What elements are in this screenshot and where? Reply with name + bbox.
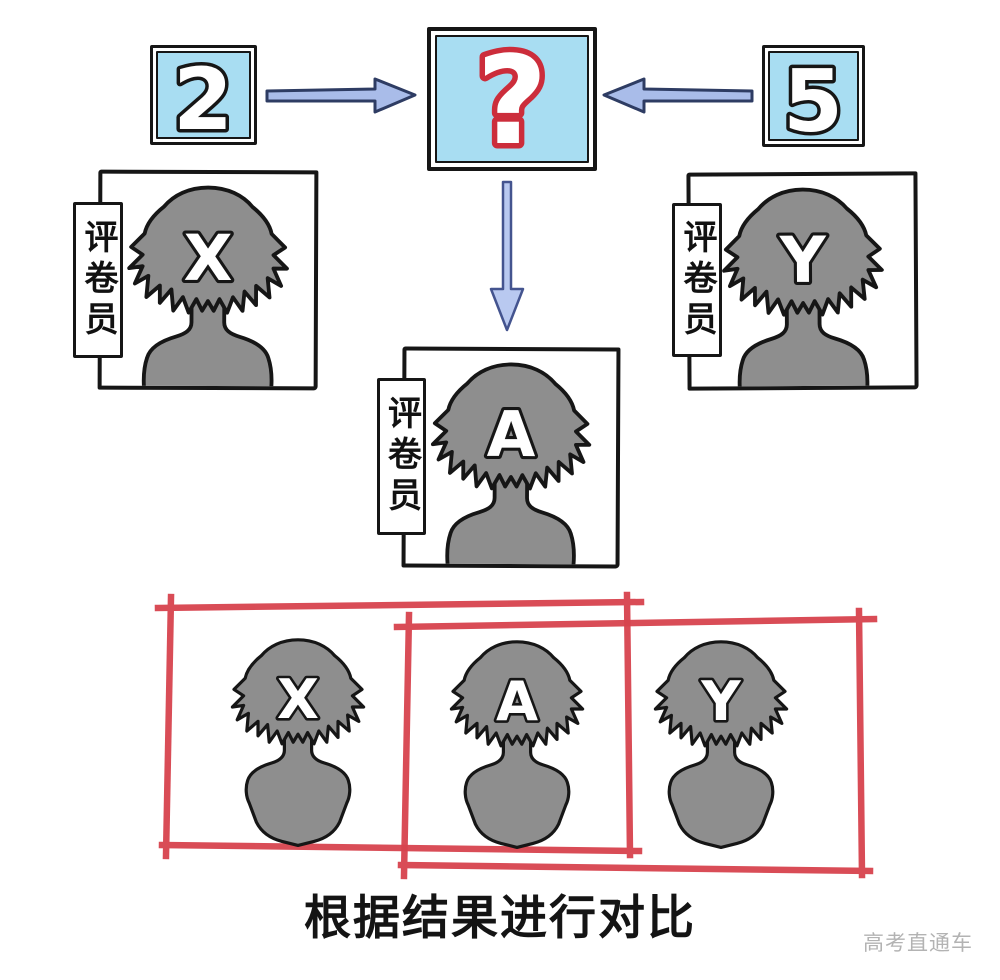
grader-label-right-text: 评卷员 <box>678 218 716 342</box>
grader-y-silhouette: Y <box>696 177 909 390</box>
score-2-digit: 2 <box>170 53 237 137</box>
grader-x-silhouette: X <box>102 176 315 391</box>
score-5-text: 5 <box>783 53 843 139</box>
score-card-left-panel: 2 <box>156 51 251 139</box>
compare-person-x: X <box>210 630 386 848</box>
score-2-text: 2 <box>173 53 233 137</box>
arrow-left-icon <box>602 77 754 114</box>
grader-a-box: A <box>401 346 621 569</box>
caption-text: 根据结果进行对比 <box>304 893 696 945</box>
unknown-score-card: ? <box>427 27 597 171</box>
compare-person-y: Y <box>633 632 809 850</box>
arrow-down-icon <box>489 180 525 332</box>
grader-y-letter: Y <box>779 223 827 297</box>
grader-label-middle-text: 评卷员 <box>382 395 421 518</box>
question-mark-icon: ? <box>471 37 553 161</box>
grader-x-box: X <box>97 169 319 391</box>
score-card-left: 2 <box>150 45 257 145</box>
grader-y-box: Y <box>686 171 919 391</box>
grader-label-middle: 评卷员 <box>377 378 426 535</box>
watermark-text: 高考直通车 <box>863 932 973 955</box>
arrow-right-icon <box>265 77 417 114</box>
compare-person-y-letter: Y <box>700 670 741 733</box>
unknown-score-panel: ? <box>435 35 589 163</box>
question-mark-text: ? <box>477 37 548 161</box>
score-5-digit: 5 <box>780 53 847 139</box>
grader-x-letter: X <box>183 221 232 295</box>
score-card-right-panel: 5 <box>768 51 859 141</box>
grader-label-left-text: 评卷员 <box>79 218 117 342</box>
grader-label-left: 评卷员 <box>73 202 123 358</box>
compare-person-a: A <box>429 632 605 850</box>
grader-a-silhouette: A <box>405 353 616 569</box>
grader-a-letter: A <box>487 398 536 471</box>
score-card-right: 5 <box>762 45 865 147</box>
grader-label-right: 评卷员 <box>672 203 722 357</box>
compare-person-a-letter: A <box>496 670 538 733</box>
compare-person-x-letter: X <box>277 668 319 731</box>
